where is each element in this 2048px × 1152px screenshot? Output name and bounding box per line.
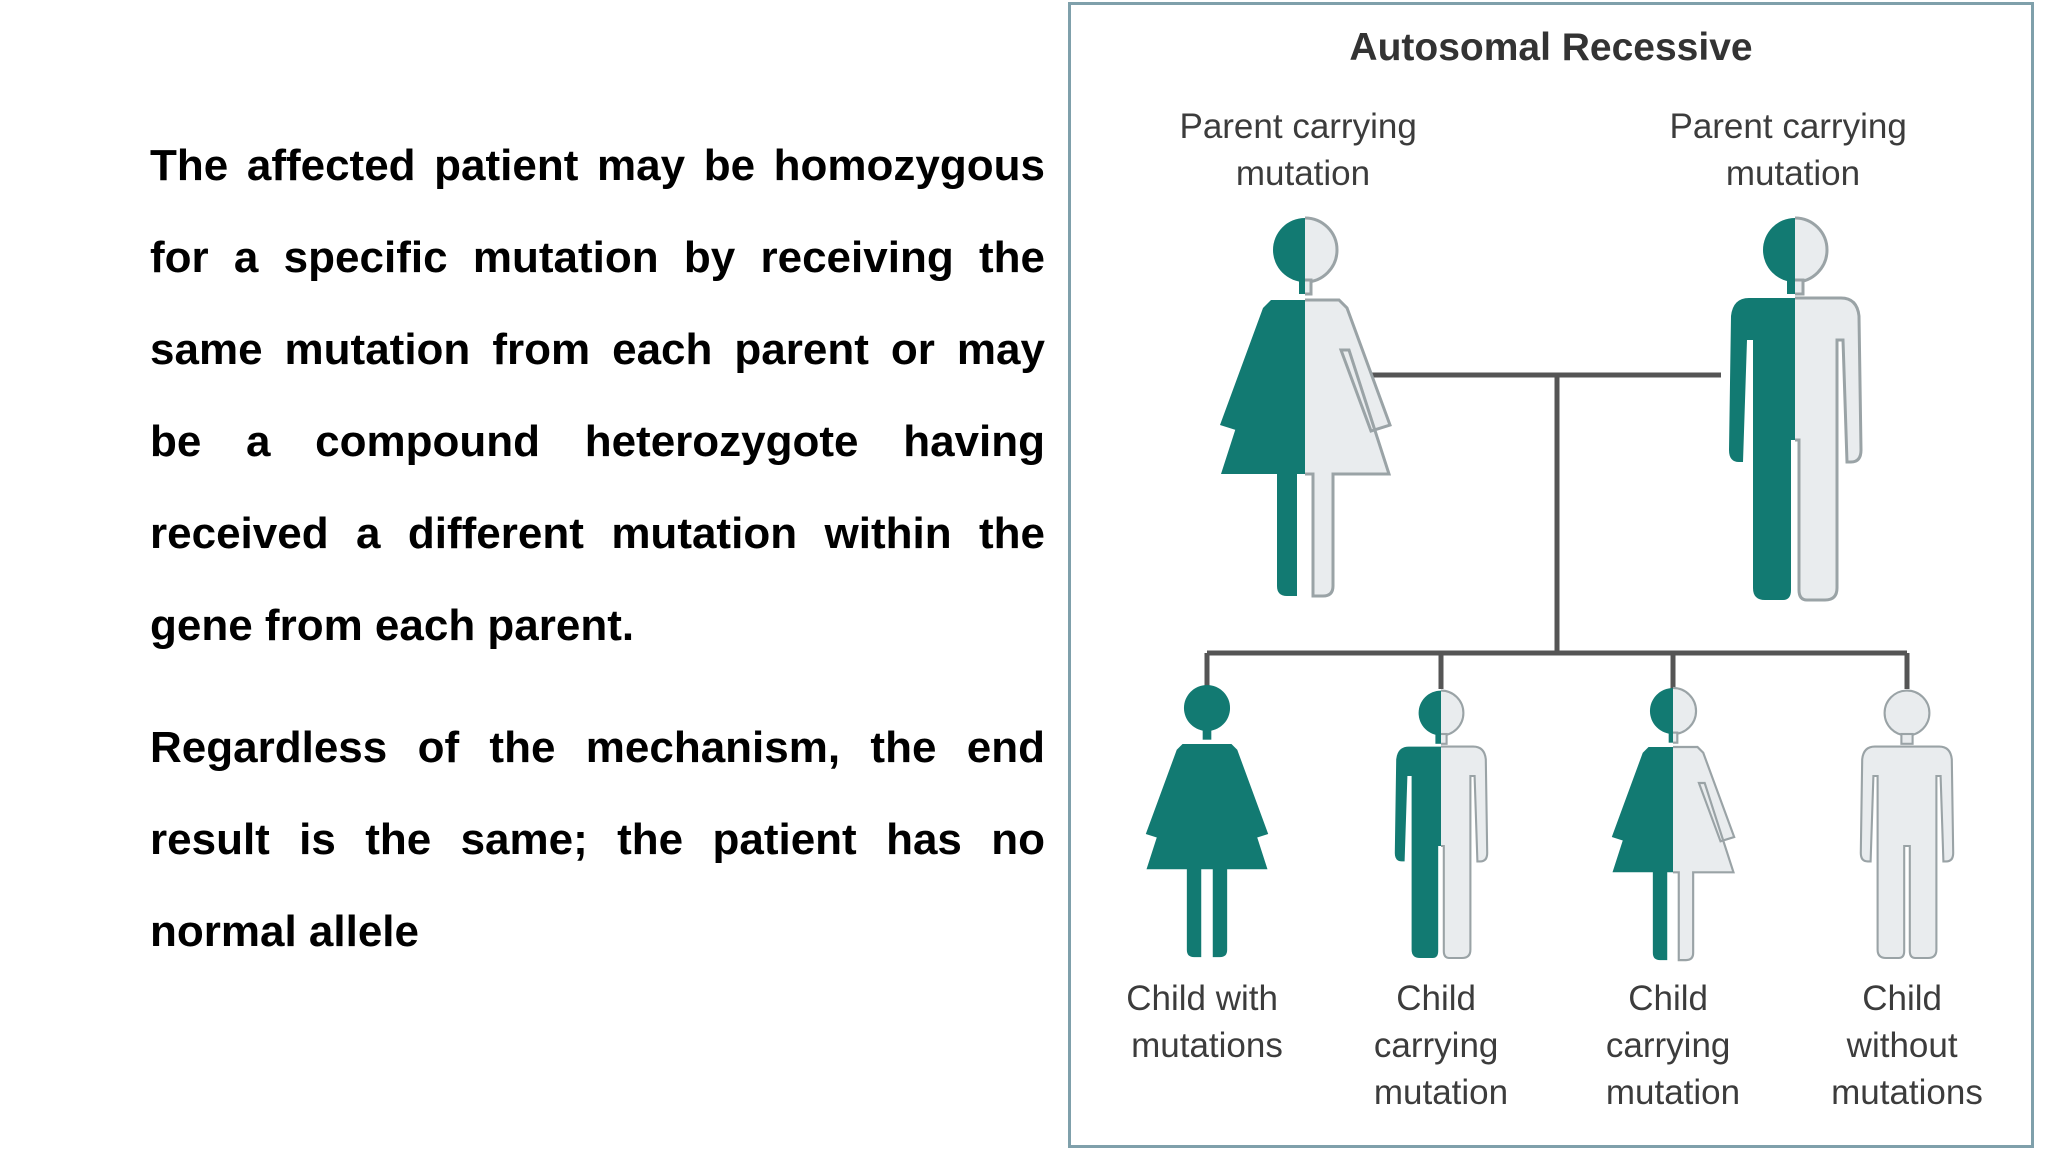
child-4-label-line-1: Child xyxy=(1862,979,1942,1018)
child-2-label-line-2: carrying xyxy=(1374,1026,1498,1065)
paragraph-result: Regardless of the mechanism, the end res… xyxy=(150,723,1045,956)
child-3-label: Child carrying mutation xyxy=(1606,979,1740,1112)
parent-2-label: Parent carrying mutation xyxy=(1669,107,1916,193)
pedigree-svg: Autosomal Recessive Parent carrying muta… xyxy=(1126,26,1983,1112)
mother-carrier-figure xyxy=(1220,218,1390,596)
inheritance-diagram: Autosomal Recessive Parent carrying muta… xyxy=(1068,2,2034,1148)
child-carrier-male-figure xyxy=(1395,691,1487,958)
diagram-title: Autosomal Recessive xyxy=(1349,26,1752,69)
child-1-label-line-1: Child with xyxy=(1126,979,1278,1018)
child-4-label-line-3: mutations xyxy=(1831,1073,1983,1112)
child-2-label: Child carrying mutation xyxy=(1374,979,1508,1112)
child-unaffected-figure xyxy=(1859,689,1955,960)
parent-1-label: Parent carrying mutation xyxy=(1179,107,1426,193)
child-carrier-female-figure xyxy=(1612,688,1734,960)
body-text: The affected patient may be homozygous f… xyxy=(150,120,1045,978)
child-1-label-line-2: mutations xyxy=(1131,1026,1283,1065)
parent-2-label-line-2: mutation xyxy=(1726,154,1860,193)
child-3-label-line-1: Child xyxy=(1628,979,1708,1018)
parent-1-label-line-2: mutation xyxy=(1236,154,1370,193)
child-1-label: Child with mutations xyxy=(1126,979,1287,1065)
paragraph-mechanism: The affected patient may be homozygous f… xyxy=(150,141,1045,650)
father-carrier-figure xyxy=(1729,218,1861,600)
child-4-label-line-2: without xyxy=(1846,1026,1958,1065)
child-2-label-line-3: mutation xyxy=(1374,1073,1508,1112)
child-affected-figure xyxy=(1145,684,1269,958)
pedigree-lines xyxy=(1204,372,1910,689)
parent-1-label-line-1: Parent carrying xyxy=(1179,107,1416,146)
child-3-label-line-2: carrying xyxy=(1606,1026,1730,1065)
parent-2-label-line-1: Parent carrying xyxy=(1669,107,1906,146)
child-3-label-line-3: mutation xyxy=(1606,1073,1740,1112)
child-4-label: Child without mutations xyxy=(1831,979,1983,1112)
child-2-label-line-1: Child xyxy=(1396,979,1476,1018)
